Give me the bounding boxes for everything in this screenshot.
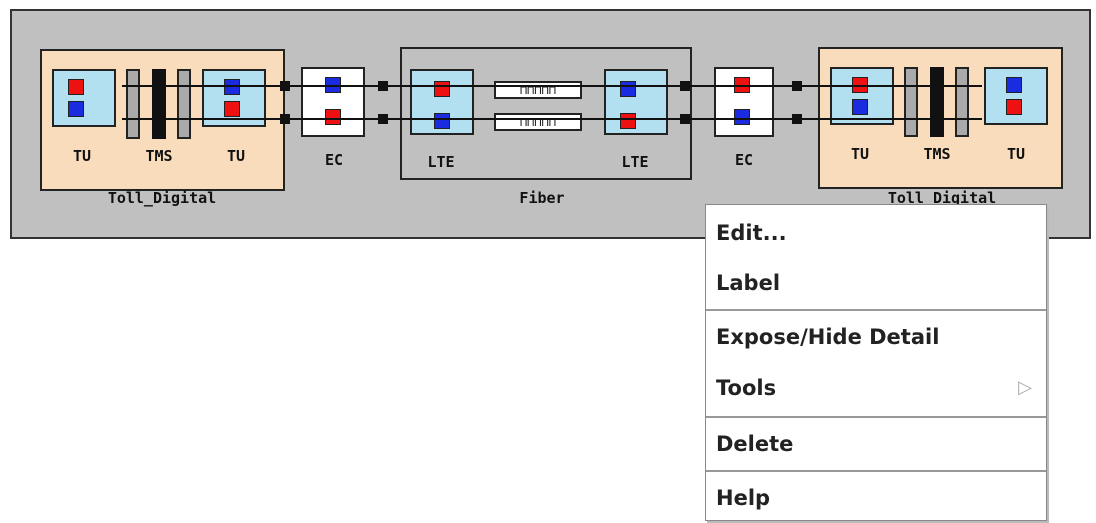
- red-port: [325, 109, 341, 125]
- lte-left[interactable]: [410, 69, 474, 135]
- red-port: [434, 81, 450, 97]
- tu-right-1[interactable]: [830, 67, 894, 125]
- tms-core: [930, 67, 944, 137]
- blue-port: [1006, 77, 1022, 93]
- blue-port: [620, 81, 636, 97]
- tms-bar-right: [177, 69, 191, 139]
- tu-left-1[interactable]: [52, 69, 116, 127]
- menu-item-label[interactable]: Label: [716, 271, 781, 295]
- blue-port: [68, 101, 84, 117]
- tu-label: TU: [226, 147, 246, 165]
- tu-label: TU: [1006, 145, 1026, 163]
- tms-bar-left: [904, 67, 918, 137]
- tu-right-2[interactable]: [984, 67, 1048, 125]
- tms-label: TMS: [923, 145, 951, 163]
- tu-label: TU: [850, 145, 870, 163]
- lte-right[interactable]: [604, 69, 668, 135]
- fiber-group[interactable]: ⊓⊓⊓⊓⊓ ⊓⊓⊓⊓⊓ LTE LTE: [400, 47, 692, 180]
- tms-label: TMS: [145, 147, 173, 165]
- menu-separator: [706, 309, 1046, 311]
- ec-label: EC: [324, 151, 344, 169]
- menu-separator: [706, 416, 1046, 418]
- blue-port: [224, 79, 240, 95]
- toll-digital-right-caption: Toll_Digital: [887, 189, 997, 207]
- menu-item-edit[interactable]: Edit...: [716, 221, 787, 245]
- signal-line-lower: [122, 118, 982, 120]
- fiber-caption: Fiber: [519, 189, 565, 207]
- tu-label: TU: [72, 147, 92, 165]
- red-port: [68, 79, 84, 95]
- ec-label: EC: [734, 151, 754, 169]
- toll-digital-left-caption: Toll_Digital: [107, 189, 217, 207]
- submenu-arrow-icon: ▷: [1018, 377, 1032, 398]
- blue-port: [734, 109, 750, 125]
- blue-port: [852, 99, 868, 115]
- menu-item-expose-hide-detail[interactable]: Expose/Hide Detail: [716, 325, 940, 349]
- tu-left-2[interactable]: [202, 69, 266, 127]
- tms-core: [152, 69, 166, 139]
- red-port: [620, 113, 636, 129]
- blue-port: [434, 113, 450, 129]
- waveform-lower: ⊓⊓⊓⊓⊓: [494, 113, 582, 131]
- red-port: [224, 101, 240, 117]
- menu-item-tools[interactable]: Tools ▷: [706, 363, 1046, 413]
- lte-label: LTE: [427, 153, 455, 171]
- tms-bar-right: [955, 67, 969, 137]
- signal-line-upper: [122, 85, 982, 87]
- lte-label: LTE: [621, 153, 649, 171]
- menu-separator: [706, 470, 1046, 472]
- waveform-upper: ⊓⊓⊓⊓⊓: [494, 81, 582, 99]
- toll-digital-left-group[interactable]: TU TMS TU: [40, 49, 285, 191]
- tms-bar-left: [126, 69, 140, 139]
- toll-digital-right-group[interactable]: TU TMS TU: [818, 47, 1063, 189]
- menu-item-delete[interactable]: Delete: [716, 432, 794, 456]
- ec-left[interactable]: [301, 67, 365, 137]
- menu-item-tools-label: Tools: [716, 376, 777, 400]
- diagram-canvas[interactable]: TU TMS TU Toll_Digital EC ⊓⊓⊓⊓⊓ ⊓⊓⊓⊓⊓ LT…: [10, 9, 1091, 239]
- ec-right[interactable]: [714, 67, 774, 137]
- menu-item-help[interactable]: Help: [716, 486, 771, 510]
- red-port: [1006, 99, 1022, 115]
- context-menu[interactable]: Edit... Label Expose/Hide Detail Tools ▷…: [705, 204, 1047, 521]
